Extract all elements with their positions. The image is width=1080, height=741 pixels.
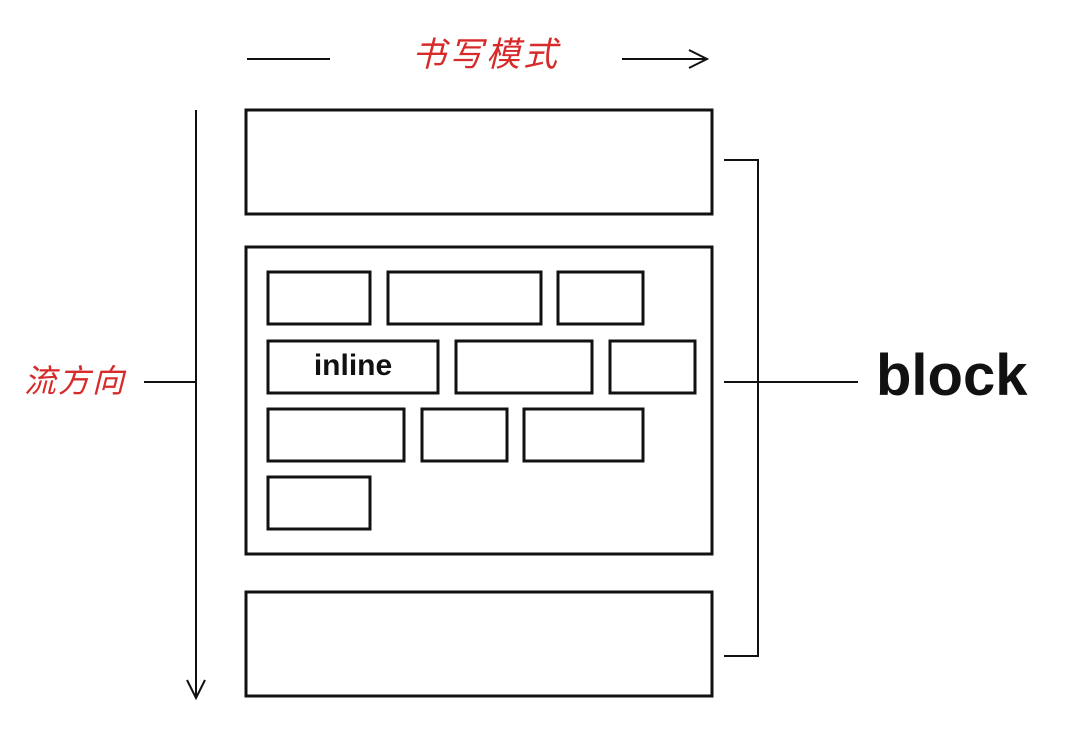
inline-box [266,407,406,463]
inline-box [556,270,645,326]
inline-box [266,270,372,326]
inline-box [266,475,372,531]
inline-box [608,339,697,395]
block-bracket [724,159,759,657]
inline-label: inline [313,349,393,382]
block-label: block [876,343,1028,408]
writing-mode-arrowhead [688,49,710,69]
flow-direction-arrowhead [186,679,206,701]
inline-box [386,270,543,326]
block-box-middle [244,245,714,556]
flow-direction-label: 流方向 [24,362,127,400]
inline-box [454,339,594,395]
writing-mode-label: 书写模式 [412,35,560,75]
inline-box [522,407,645,463]
inline-box [420,407,509,463]
block-box-top [244,108,714,216]
inline-box-labeled [266,339,440,395]
block-box-bottom [244,590,714,698]
